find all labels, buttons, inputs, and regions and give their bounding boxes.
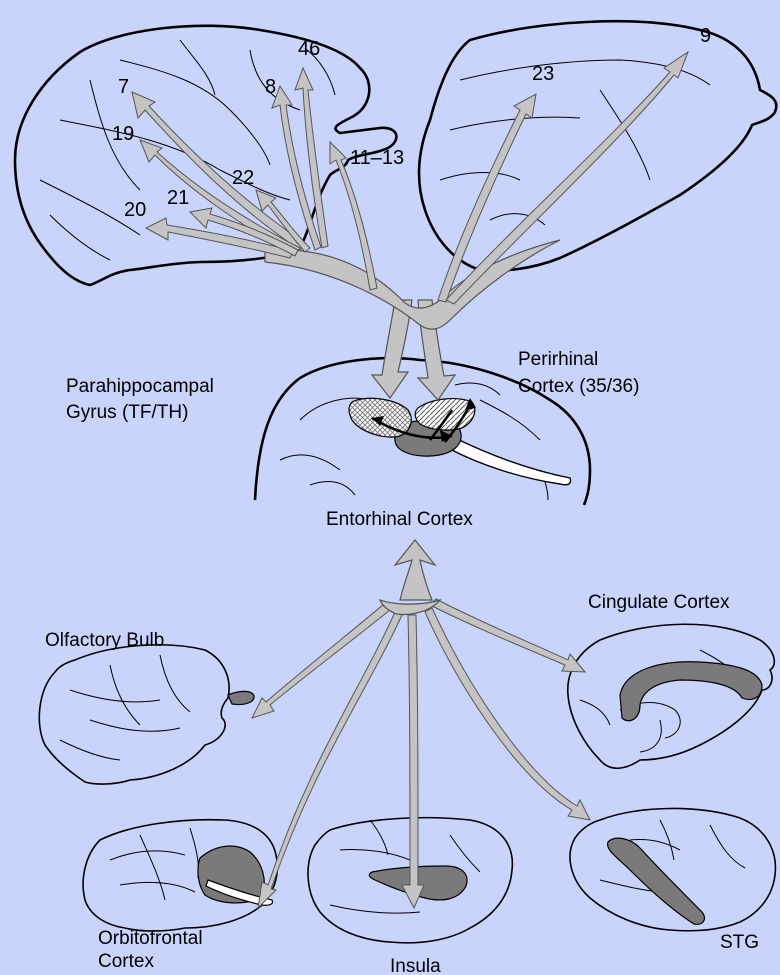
olfactory-label: Olfactory Bulb [45,630,164,651]
area-9-label: 9 [700,25,711,47]
area-19-label: 19 [112,123,134,145]
area-46-label: 46 [298,38,320,60]
area-8-label: 8 [265,76,276,98]
ventral-white-tract [448,438,571,485]
entorhinal-label: Entorhinal Cortex [326,509,473,530]
orbitofrontal-label-line2: Cortex [98,951,154,972]
cingulate-region [620,662,762,721]
stg-region [608,838,705,924]
insula-label: Insula [390,956,441,975]
upper-projection-fan [265,240,560,400]
cingulate-label: Cingulate Cortex [588,592,730,613]
area-23-label: 23 [532,63,554,85]
parahippocampal-label-line2: Gyrus (TF/TH) [66,402,188,423]
parahippocampal-label-line1: Parahippocampal [66,376,214,397]
area-21-label: 21 [167,187,189,209]
olfactory-brain-outline [39,645,229,784]
area-20-label: 20 [124,199,146,221]
area-22-label: 22 [232,167,254,189]
area-11-13-label: 11–13 [350,147,404,169]
area-7-label: 7 [118,76,129,98]
perirhinal-label-line2: Cortex (35/36) [518,376,639,397]
stg-label: STG [720,932,759,953]
lower-projection-fan [252,540,590,908]
perirhinal-label-line1: Perirhinal [518,349,598,370]
olfactory-bulb-region [228,691,254,704]
stg-brain-outline [570,808,775,930]
orbitofrontal-label-line1: Orbitofrontal [98,928,203,949]
upper-projection-arrows [132,52,688,304]
